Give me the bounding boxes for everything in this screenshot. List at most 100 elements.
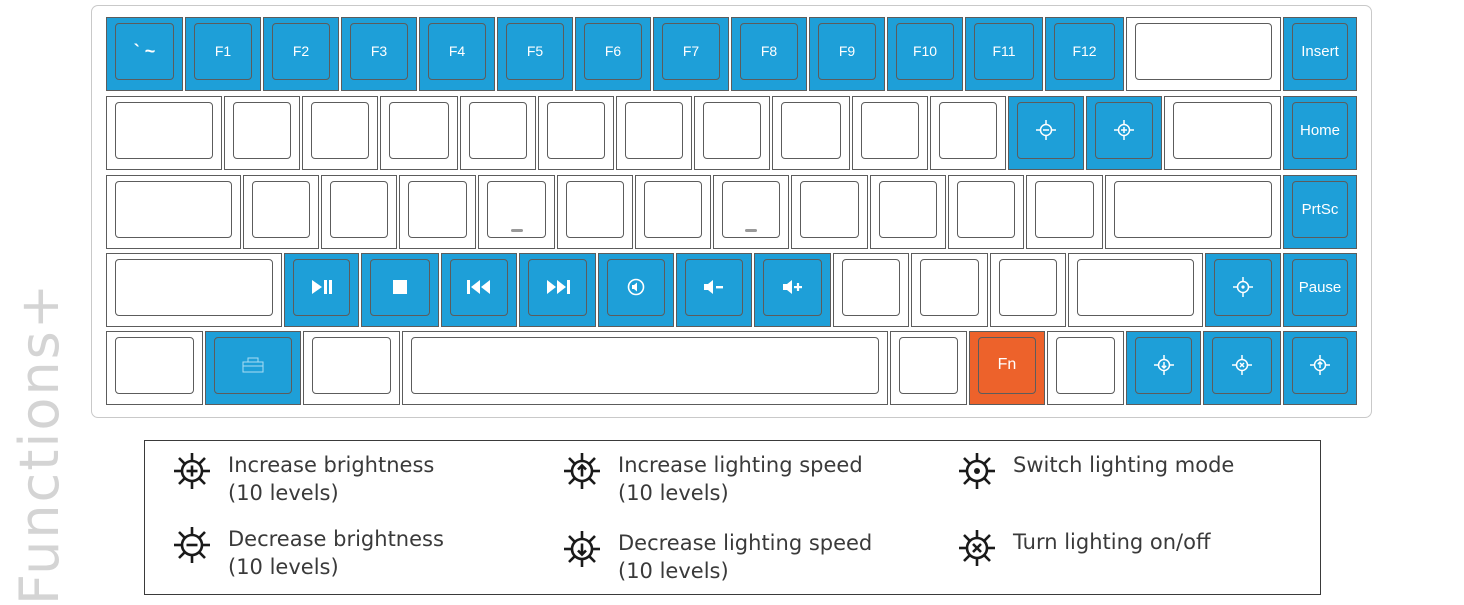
key-tilde[interactable]: ` ~	[106, 17, 183, 91]
key-tab[interactable]	[106, 96, 222, 170]
key-t[interactable]	[538, 96, 614, 170]
key-b[interactable]	[598, 253, 674, 327]
key-f12[interactable]: F12	[1045, 17, 1124, 91]
key-f6[interactable]: F6	[575, 17, 651, 91]
key-arrow-up[interactable]	[1205, 253, 1281, 327]
key-arrow-right[interactable]	[1283, 331, 1357, 405]
key-f8[interactable]: F8	[731, 17, 807, 91]
key-fn[interactable]: Fn	[969, 331, 1045, 405]
lighting-speed-decrease-icon	[1153, 354, 1175, 376]
key-e[interactable]	[380, 96, 458, 170]
key-y[interactable]	[616, 96, 692, 170]
key-i[interactable]	[772, 96, 850, 170]
key-backslash[interactable]	[1164, 96, 1281, 170]
key-p[interactable]	[930, 96, 1006, 170]
brightness-decrease-icon	[1035, 119, 1057, 141]
key-pause[interactable]: Pause	[1283, 253, 1357, 327]
key-slash[interactable]	[990, 253, 1066, 327]
key-ctrl-left[interactable]	[106, 331, 203, 405]
key-shift-left[interactable]	[106, 253, 282, 327]
key-m[interactable]	[754, 253, 831, 327]
side-title: Functions+	[8, 281, 71, 605]
legend-label: Decrease lighting speed	[618, 531, 873, 555]
key-shift-right[interactable]	[1068, 253, 1203, 327]
key-alt-right[interactable]	[890, 331, 967, 405]
key-f9[interactable]: F9	[809, 17, 885, 91]
key-f11[interactable]: F11	[965, 17, 1043, 91]
key-v[interactable]	[519, 253, 596, 327]
legend-label: Switch lighting mode	[1013, 453, 1235, 477]
key-f2[interactable]: F2	[263, 17, 339, 91]
key-a[interactable]	[243, 175, 319, 249]
legend-label: Increase lighting speed	[618, 453, 863, 477]
key-d[interactable]	[399, 175, 476, 249]
legend-item: Increase brightness(10 levels)	[172, 451, 434, 507]
legend-label: Turn lighting on/off	[1013, 530, 1211, 554]
lighting-speed-increase-icon	[1309, 354, 1331, 376]
key-f[interactable]	[478, 175, 555, 249]
key-comma[interactable]	[833, 253, 909, 327]
legend-item: Turn lighting on/off	[957, 528, 1210, 568]
key-s[interactable]	[321, 175, 397, 249]
key-k[interactable]	[791, 175, 868, 249]
key-f4[interactable]: F4	[419, 17, 495, 91]
legend-item: Switch lighting mode	[957, 451, 1234, 491]
key-x[interactable]	[361, 253, 439, 327]
key-f5[interactable]: F5	[497, 17, 573, 91]
key-g[interactable]	[557, 175, 633, 249]
key-z[interactable]	[284, 253, 359, 327]
key-f1[interactable]: F1	[185, 17, 261, 91]
key-semicolon[interactable]	[948, 175, 1024, 249]
key-n[interactable]	[676, 253, 752, 327]
key-f7[interactable]: F7	[653, 17, 729, 91]
key-prtsc[interactable]: PrtSc	[1283, 175, 1357, 249]
play-pause-icon	[310, 279, 334, 295]
key-arrow-down[interactable]	[1203, 331, 1281, 405]
key-h[interactable]	[635, 175, 711, 249]
speed-up-icon	[564, 453, 600, 489]
key-j[interactable]	[713, 175, 789, 249]
key-win[interactable]	[205, 331, 301, 405]
key-quote[interactable]	[1026, 175, 1103, 249]
legend-sublabel: (10 levels)	[228, 555, 339, 579]
key-bracket-left[interactable]	[1008, 96, 1084, 170]
legend-item: Decrease lighting speed(10 levels)	[562, 529, 872, 585]
brightness-increase-icon	[1113, 119, 1135, 141]
key-o[interactable]	[852, 96, 928, 170]
key-c[interactable]	[441, 253, 517, 327]
key-f3[interactable]: F3	[341, 17, 417, 91]
next-track-icon	[545, 279, 571, 295]
key-period[interactable]	[911, 253, 988, 327]
legend-box	[144, 440, 1321, 595]
switch-lighting-mode-icon	[1232, 276, 1254, 298]
volume-down-icon	[703, 279, 725, 295]
speed-down-icon	[564, 531, 600, 567]
key-f10[interactable]: F10	[887, 17, 963, 91]
lighting-on-off-icon	[1231, 354, 1253, 376]
key-w[interactable]	[302, 96, 378, 170]
key-insert[interactable]: Insert	[1283, 17, 1357, 91]
key-ctrl-right[interactable]	[1047, 331, 1124, 405]
key-bracket-right[interactable]	[1086, 96, 1162, 170]
key-enter[interactable]	[1105, 175, 1281, 249]
mode-switch-icon	[959, 453, 995, 489]
mute-icon	[627, 278, 645, 296]
key-u[interactable]	[694, 96, 770, 170]
volume-up-icon	[782, 279, 804, 295]
stop-icon	[392, 279, 408, 295]
legend-label: Decrease brightness	[228, 527, 444, 551]
legend-sublabel: (10 levels)	[228, 481, 339, 505]
key-backspace[interactable]	[1126, 17, 1281, 91]
key-l[interactable]	[870, 175, 946, 249]
key-home[interactable]: Home	[1283, 96, 1357, 170]
key-r[interactable]	[460, 96, 536, 170]
key-q[interactable]	[224, 96, 300, 170]
home-bump	[745, 229, 757, 232]
lighting-toggle-icon	[959, 530, 995, 566]
key-capslock[interactable]	[106, 175, 241, 249]
key-arrow-left[interactable]	[1126, 331, 1201, 405]
legend-item: Decrease brightness (10 levels)	[172, 525, 444, 581]
previous-track-icon	[466, 279, 492, 295]
key-space[interactable]	[402, 331, 888, 405]
key-alt-left[interactable]	[303, 331, 400, 405]
